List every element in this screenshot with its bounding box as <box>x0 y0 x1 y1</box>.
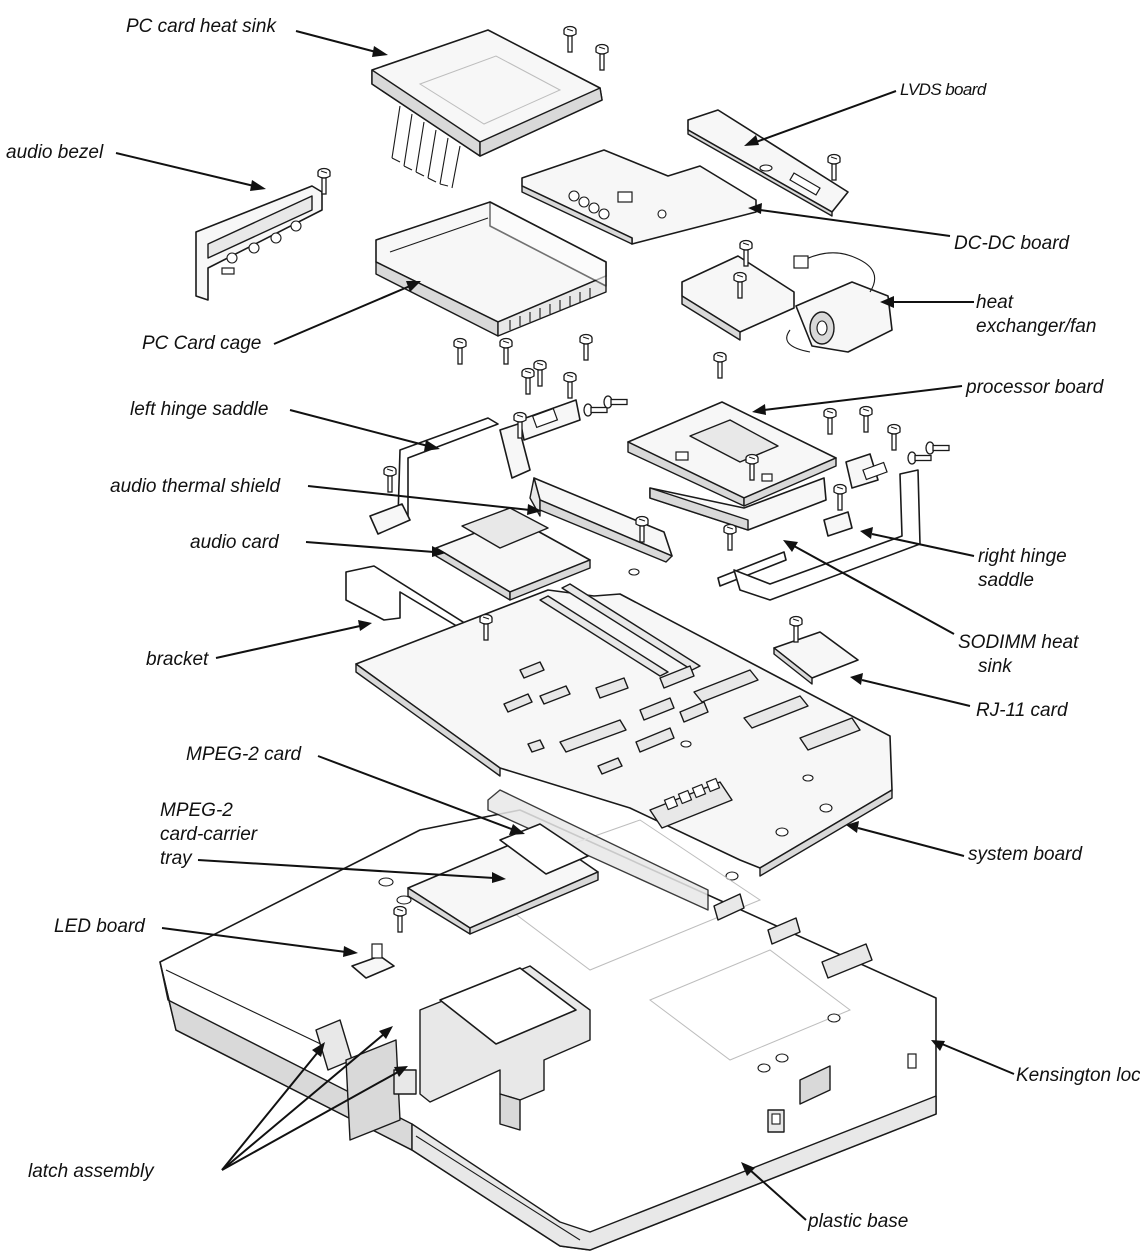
label-right-hinge-saddle-line1: right hinge <box>978 546 1067 567</box>
label-audio-card: audio card <box>190 532 280 553</box>
label-left-hinge-saddle: left hinge saddle <box>130 399 268 420</box>
label-bracket: bracket <box>146 649 209 670</box>
label-plastic-base: plastic base <box>807 1211 908 1232</box>
pc-card-cage <box>375 201 607 395</box>
audio-thermal-shield <box>529 477 673 576</box>
callout-labels: PC card heat sink LVDS board audio bezel… <box>6 16 1140 1232</box>
label-mpeg-2-tray-line1: MPEG-2 <box>160 800 233 821</box>
leader-lines <box>115 30 1015 1221</box>
lvds-board <box>687 109 849 217</box>
mpeg-2-card-carrier-tray <box>407 823 599 935</box>
pc-card-heat-sink <box>371 25 609 189</box>
label-pc-card-heat-sink: PC card heat sink <box>126 16 277 37</box>
label-kensington-lock: Kensington lock <box>1016 1065 1140 1086</box>
label-pc-card-cage: PC Card cage <box>142 333 261 354</box>
label-mpeg-2-tray-line2: card-carrier <box>160 824 258 845</box>
audio-bezel <box>195 167 331 301</box>
system-board <box>355 583 893 881</box>
label-lvds-board: LVDS board <box>900 80 987 99</box>
label-led-board: LED board <box>54 916 146 937</box>
plastic-base <box>159 789 937 1251</box>
label-mpeg-2-card: MPEG-2 card <box>186 744 303 765</box>
label-heat-exchanger-line1: heat <box>976 292 1014 313</box>
left-hinge-saddle <box>369 359 628 535</box>
rj-11-card <box>773 615 859 685</box>
right-hinge-saddle <box>717 405 950 601</box>
label-heat-exchanger-line2: exchanger/fan <box>976 316 1096 337</box>
label-system-board: system board <box>968 844 1083 865</box>
label-right-hinge-saddle-line2: saddle <box>978 570 1034 591</box>
label-latch-assembly: latch assembly <box>28 1161 155 1182</box>
label-mpeg-2-tray-line3: tray <box>160 848 193 869</box>
dc-dc-board <box>521 149 757 245</box>
label-rj-11-card: RJ-11 card <box>976 700 1069 721</box>
processor-board <box>627 351 837 551</box>
label-audio-bezel: audio bezel <box>6 142 104 163</box>
label-dc-dc-board: DC-DC board <box>954 233 1071 254</box>
label-audio-thermal-shield: audio thermal shield <box>110 476 281 497</box>
label-sodimm-line1: SODIMM heat <box>958 632 1079 653</box>
led-board <box>351 905 407 979</box>
label-processor-board: processor board <box>965 377 1105 398</box>
heat-exchanger-fan <box>681 239 893 353</box>
label-sodimm-line2: sink <box>978 656 1013 677</box>
